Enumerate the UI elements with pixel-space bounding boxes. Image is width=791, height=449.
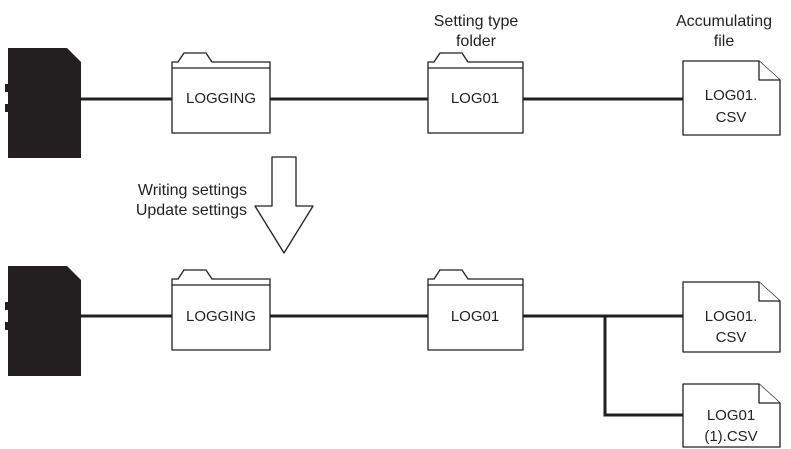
file-log01-1-csv: LOG01 (1).CSV bbox=[682, 383, 781, 448]
file-caption-line1: Accumulating bbox=[676, 13, 772, 30]
file-label-line2: CSV bbox=[716, 109, 747, 126]
folder-icon bbox=[171, 269, 271, 351]
folder-label: LOG01 bbox=[451, 90, 499, 107]
sd-card-icon bbox=[5, 48, 81, 158]
file-label-line1: LOG01 bbox=[707, 407, 755, 424]
transition-line1: Writing settings bbox=[138, 182, 247, 199]
file-fold bbox=[758, 384, 780, 404]
transition: Writing settings Update settings bbox=[136, 156, 314, 254]
folder-icon bbox=[171, 52, 271, 134]
folder-logging: LOGGING bbox=[171, 52, 271, 134]
file-label-line1: LOG01. bbox=[705, 308, 758, 325]
bottom-row: LOGGING LOG01 LOG01. CSV LOG01 (1).CSV bbox=[5, 266, 781, 448]
file-log01-csv: LOG01. CSV bbox=[682, 60, 781, 136]
folder-label: LOGGING bbox=[186, 90, 256, 107]
folder-icon bbox=[427, 269, 524, 351]
file-label-line2: CSV bbox=[716, 329, 747, 346]
file-caption-line2: file bbox=[714, 33, 735, 50]
folder-caption-line2: folder bbox=[456, 33, 497, 50]
file-label-line2: (1).CSV bbox=[704, 428, 757, 445]
down-arrow-icon bbox=[254, 156, 314, 254]
transition-line2: Update settings bbox=[136, 202, 247, 219]
file-label-line1: LOG01. bbox=[705, 87, 758, 104]
sd-card-icon bbox=[5, 266, 81, 376]
folder-caption-line1: Setting type bbox=[434, 13, 519, 30]
folder-label: LOGGING bbox=[186, 308, 256, 325]
folder-log01: LOG01 bbox=[427, 269, 524, 351]
file-log01-csv: LOG01. CSV bbox=[682, 281, 781, 353]
file-fold bbox=[758, 282, 780, 302]
file-fold bbox=[758, 61, 780, 81]
folder-log01: LOG01 bbox=[427, 52, 524, 134]
folder-logging: LOGGING bbox=[171, 269, 271, 351]
top-row: LOGGING LOG01 Setting type folder LOG01.… bbox=[5, 13, 781, 158]
folder-label: LOG01 bbox=[451, 308, 499, 325]
folder-icon bbox=[427, 52, 524, 134]
